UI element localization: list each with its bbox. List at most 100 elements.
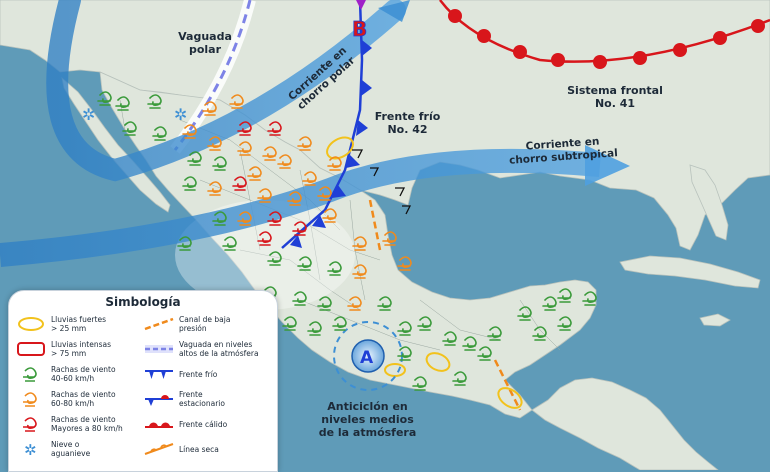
wind-gust-80-plus-symbol bbox=[267, 121, 282, 136]
legend-symbol-dry-line bbox=[144, 443, 174, 455]
wind-gust-80-plus-symbol bbox=[257, 231, 272, 246]
wind-gust-40-60-symbol bbox=[417, 316, 432, 331]
high-pressure-letter: A bbox=[360, 348, 374, 368]
legend-item: Lluvias fuertes > 25 mm bbox=[15, 313, 106, 335]
legend-symbol-cold-front bbox=[145, 370, 173, 379]
legend-item-label: Frente estacionario bbox=[179, 390, 225, 408]
wind-gust-40-60-symbol bbox=[115, 96, 130, 111]
wind-gust-60-80-symbol bbox=[247, 166, 262, 181]
wind-gust-40-60-symbol bbox=[212, 211, 227, 226]
wind-gust-40-60-symbol bbox=[462, 336, 477, 351]
legend-symbol-orange-wind bbox=[23, 392, 37, 407]
anticyclone-core bbox=[351, 339, 385, 373]
wind-gust-40-60-symbol bbox=[442, 331, 457, 346]
wind-gust-60-80-symbol bbox=[327, 156, 342, 171]
wind-gust-40-60-symbol bbox=[327, 261, 342, 276]
land-central-america bbox=[531, 377, 719, 470]
legend-symbol-yellow-oval bbox=[18, 317, 44, 331]
wind-gust-40-60-symbol bbox=[222, 236, 237, 251]
legend-symbol-green-wind bbox=[23, 367, 37, 382]
wind-gust-40-60-symbol bbox=[487, 326, 502, 341]
legend-item-label: Rachas de viento 60-80 km/h bbox=[51, 390, 116, 408]
cold-front-triangles bbox=[290, 40, 372, 248]
wind-gust-80-plus-symbol bbox=[267, 211, 282, 226]
wind-gust-80-plus-symbol bbox=[232, 176, 247, 191]
legend-item: Rachas de viento 40-60 km/h bbox=[15, 363, 116, 385]
state-borders bbox=[119, 99, 561, 351]
subtropical-jet-arrowhead bbox=[585, 145, 630, 186]
low-pressure-pointer bbox=[356, 0, 366, 10]
legend-item-label: Nieve o aguanieve bbox=[51, 440, 91, 458]
wind-gust-40-60-symbol bbox=[582, 291, 597, 306]
svg-text:✲: ✲ bbox=[82, 105, 95, 124]
wind-gust-60-80-symbol bbox=[207, 181, 222, 196]
wind-gust-60-80-symbol bbox=[237, 211, 252, 226]
land-florida bbox=[689, 164, 729, 241]
label-vaguada-polar: Vaguada polar bbox=[178, 30, 232, 57]
label-anticiclon: Anticiclón en niveles medios de la atmós… bbox=[318, 400, 417, 440]
legend-item: Lluvias intensas > 75 mm bbox=[15, 338, 111, 360]
label-sistema-frontal: Sistema frontal No. 41 bbox=[567, 84, 663, 111]
legend-title: Simbología bbox=[105, 295, 181, 309]
wind-gust-60-80-symbol bbox=[317, 186, 332, 201]
legend-item-label: Canal de baja presión bbox=[179, 315, 231, 333]
wind-gust-60-80-symbol bbox=[182, 124, 197, 139]
wind-gust-60-80-symbol bbox=[237, 141, 252, 156]
wind-barbs bbox=[352, 149, 412, 215]
wind-gust-40-60-symbol bbox=[542, 296, 557, 311]
svg-text:✲: ✲ bbox=[24, 441, 37, 459]
wind-gust-40-60-symbol bbox=[377, 296, 392, 311]
legend-item-label: Rachas de viento Mayores a 80 km/h bbox=[51, 415, 123, 433]
wind-gust-40-60-symbol bbox=[317, 296, 332, 311]
legend-symbol-blue-dash-band bbox=[145, 345, 173, 353]
legend-item: Línea seca bbox=[143, 438, 219, 460]
snow-symbols: ✲ ✲ bbox=[82, 105, 187, 124]
legend-item: Vaguada en niveles altos de la atmósfera bbox=[143, 338, 259, 360]
legend-item: Rachas de viento 60-80 km/h bbox=[15, 388, 116, 410]
wind-gust-40-60-symbol bbox=[97, 91, 112, 106]
legend-symbol-red-rect bbox=[17, 342, 45, 356]
wind-gust-60-80-symbol bbox=[352, 264, 367, 279]
wind-gust-60-80-symbol bbox=[397, 256, 412, 271]
wind-gust-40-60-symbol bbox=[397, 321, 412, 336]
wind-gust-40-60-symbol bbox=[152, 126, 167, 141]
wind-gust-40-60-symbol bbox=[122, 121, 137, 136]
wind-gust-60-80-symbol bbox=[229, 94, 244, 109]
legend-item-label: Lluvias intensas > 75 mm bbox=[51, 340, 111, 358]
wind-gust-40-60-symbol bbox=[147, 94, 162, 109]
wind-gust-60-80-symbol bbox=[322, 208, 337, 223]
wind-gust-60-80-symbol bbox=[382, 231, 397, 246]
wind-gust-40-60-symbol bbox=[182, 176, 197, 191]
wind-gust-40-60-symbol bbox=[557, 288, 572, 303]
wind-gust-40-60-symbol bbox=[267, 251, 282, 266]
warm-front-semicircles bbox=[448, 9, 765, 69]
legend-item: Rachas de viento Mayores a 80 km/h bbox=[15, 413, 123, 435]
legend-symbol-stationary-front bbox=[145, 395, 173, 406]
legend-item: ✲ Nieve o aguanieve bbox=[15, 438, 90, 460]
wind-gust-40-60-symbol bbox=[307, 321, 322, 336]
wind-gust-symbols bbox=[97, 91, 597, 391]
legend-item: Canal de baja presión bbox=[143, 313, 230, 335]
wind-gust-40-60-symbol bbox=[332, 316, 347, 331]
legend-item-label: Frente cálido bbox=[179, 419, 228, 429]
land-jamaica bbox=[699, 313, 731, 327]
land-cuba bbox=[619, 255, 761, 289]
wind-gust-60-80-symbol bbox=[207, 136, 222, 151]
wind-gust-40-60-symbol bbox=[452, 371, 467, 386]
wind-gust-40-60-symbol bbox=[177, 236, 192, 251]
legend-symbol-snowflake: ✲ bbox=[24, 441, 37, 459]
svg-text:✲: ✲ bbox=[174, 105, 187, 124]
wind-gust-60-80-symbol bbox=[262, 146, 277, 161]
legend-panel: Simbología Lluvias fuertes > 25 mm Lluvia… bbox=[8, 290, 278, 472]
wind-gust-80-plus-symbol bbox=[237, 121, 252, 136]
wind-gust-40-60-symbol bbox=[412, 376, 427, 391]
heavy-rain-areas bbox=[326, 136, 523, 409]
polar-jet-stream bbox=[46, 0, 406, 182]
polar-trough-dash bbox=[173, 0, 252, 151]
wind-gust-60-80-symbol bbox=[302, 171, 317, 186]
wind-gust-60-80-symbol bbox=[297, 136, 312, 151]
label-frente-frio: Frente frío No. 42 bbox=[374, 110, 441, 137]
legend-item-label: Rachas de viento 40-60 km/h bbox=[51, 365, 116, 383]
low-pressure-letter: B bbox=[352, 17, 367, 41]
wind-gust-60-80-symbol bbox=[287, 191, 302, 206]
